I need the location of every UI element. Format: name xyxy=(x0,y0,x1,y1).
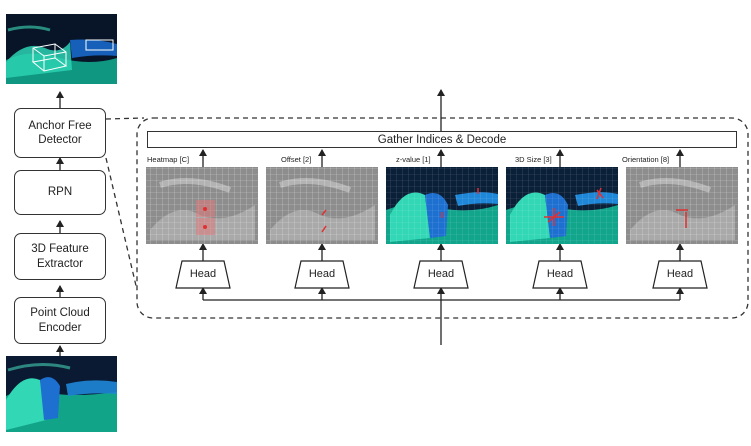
head-label-5: Head xyxy=(655,268,705,280)
anchor-free-detector-box: Anchor Free Detector xyxy=(14,108,106,158)
head-label-3: Head xyxy=(416,268,466,280)
detection-output-image xyxy=(6,14,117,84)
head-label-4: Head xyxy=(535,268,585,280)
output-label-3d-size: 3D Size [3] xyxy=(515,155,552,164)
output-map-z-value xyxy=(386,167,498,244)
output-map-heatmap xyxy=(146,167,258,244)
feature-extractor-box: 3D Feature Extractor xyxy=(14,233,106,280)
gather-indices-decode-box: Gather Indices & Decode xyxy=(147,131,737,148)
rpn-box: RPN xyxy=(14,170,106,215)
input-point-cloud-image xyxy=(6,356,117,432)
head-label-2: Head xyxy=(297,268,347,280)
output-label-heatmap: Heatmap [C] xyxy=(147,155,189,164)
output-label-orientation: Orientation [8] xyxy=(622,155,669,164)
output-label-offset: Offset [2] xyxy=(281,155,311,164)
output-map-offset xyxy=(266,167,378,244)
head-label-1: Head xyxy=(178,268,228,280)
point-cloud-encoder-box: Point Cloud Encoder xyxy=(14,297,106,344)
output-map-3d-size xyxy=(506,167,618,244)
output-label-z-value: z-value [1] xyxy=(396,155,431,164)
output-map-orientation xyxy=(626,167,738,244)
